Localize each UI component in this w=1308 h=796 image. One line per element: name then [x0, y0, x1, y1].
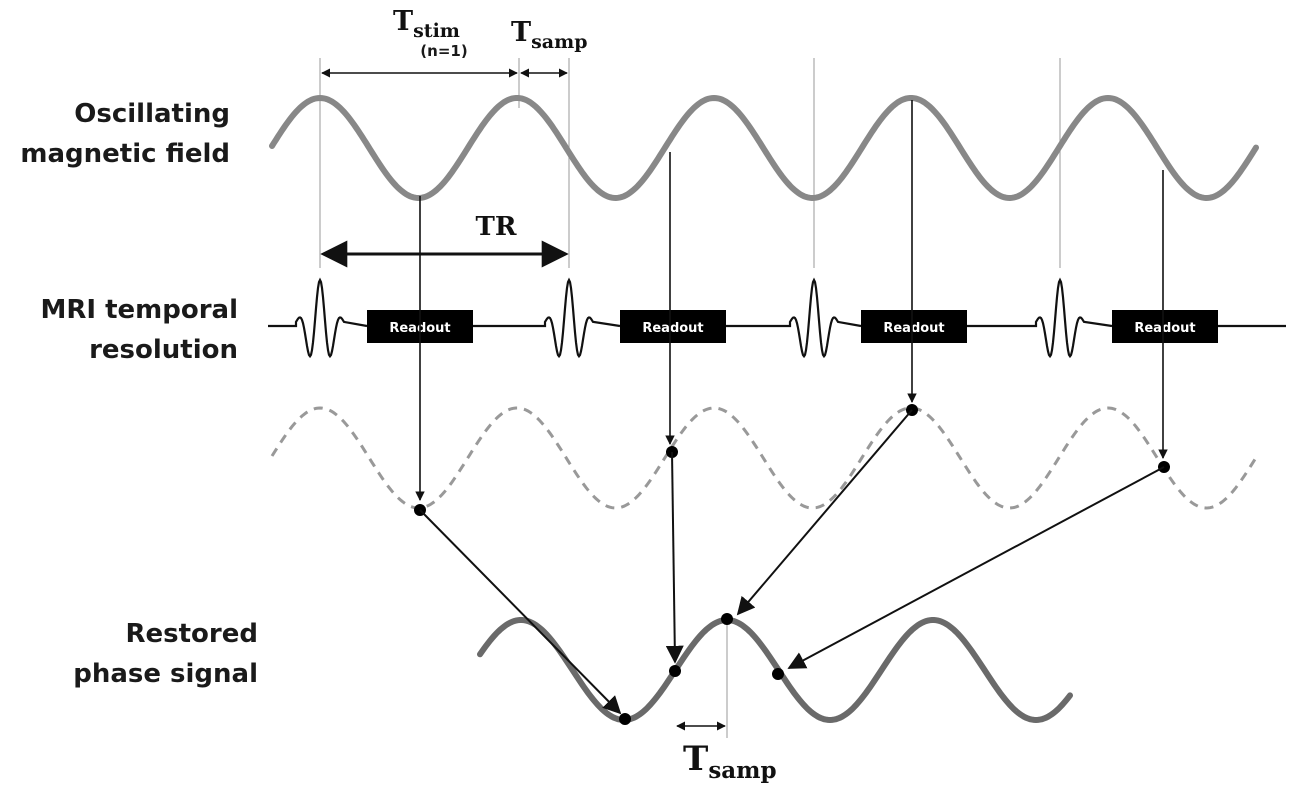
restored-point [669, 665, 681, 677]
oscillating-field-wave [269, 94, 1259, 202]
restoration-arrow [787, 466, 1165, 669]
restoration-arrow [736, 409, 913, 616]
restored-points [619, 613, 784, 725]
sampled-dashed-wave [270, 406, 1258, 510]
sampling-arrows [415, 100, 1168, 501]
restoration-arrow [665, 451, 684, 664]
restoration-arrow [419, 509, 622, 715]
readout-block-3: Readout [861, 310, 967, 343]
readout-label: Readout [642, 321, 703, 336]
restored-label-line2: phase signal [73, 659, 258, 689]
t-samp-top-label: Tsamp [511, 17, 588, 53]
t-samp-bottom-label: Tsamp [683, 739, 777, 784]
mri-label-line1: MRI temporal [40, 295, 238, 325]
t-stim-note: (n=1) [420, 42, 467, 60]
mri-label-line2: resolution [89, 335, 238, 365]
readout-block-4: Readout [1112, 310, 1218, 343]
readout-block-2: Readout [620, 310, 726, 343]
oscillating-label-line2: magnetic field [20, 139, 230, 169]
readout-label: Readout [883, 321, 944, 336]
tr-label: TR [476, 212, 517, 242]
restored-point [772, 668, 784, 680]
restored-phase-wave [477, 617, 1073, 724]
oscillating-label-line1: Oscillating [74, 99, 230, 129]
readout-label: Readout [1134, 321, 1195, 336]
guide-lines [319, 58, 1061, 738]
mri-timeline [268, 277, 1286, 359]
restored-point [721, 613, 733, 625]
restored-point [619, 713, 631, 725]
restored-label-line1: Restored [126, 619, 259, 649]
restoration-arrows [419, 409, 1165, 715]
t-stim-label: Tstim [393, 6, 460, 42]
